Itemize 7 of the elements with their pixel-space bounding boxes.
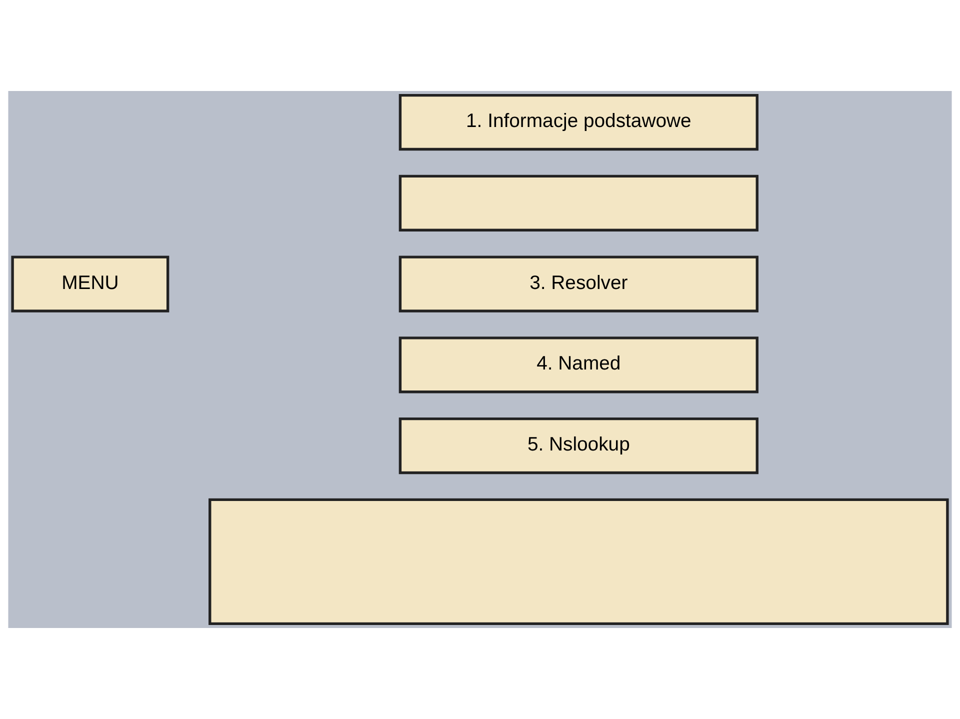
node-box: 4. Named	[398, 336, 758, 394]
node-box	[208, 498, 949, 626]
node-box: 3. Resolver	[398, 256, 758, 312]
node-box	[398, 174, 758, 232]
node-box: 1. Informacje podstawowe	[398, 94, 758, 151]
node-box: 5. Nslookup	[398, 417, 758, 474]
node-box: MENU	[11, 256, 170, 312]
